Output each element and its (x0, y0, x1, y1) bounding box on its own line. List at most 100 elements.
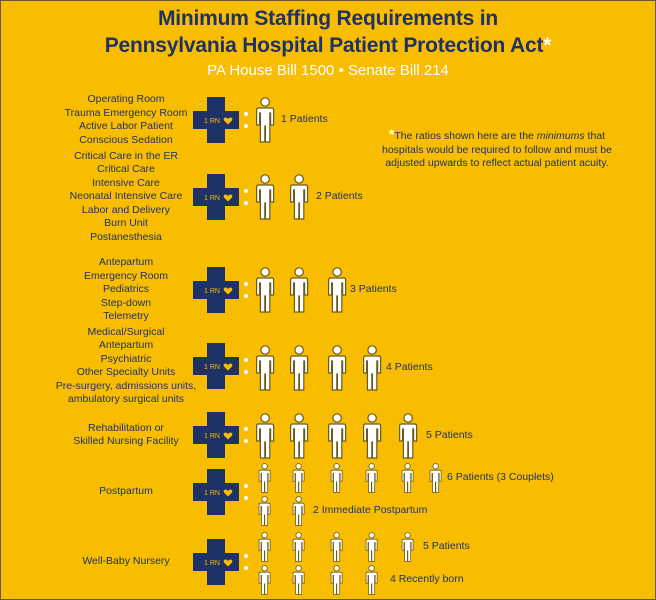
patient-icon (362, 413, 382, 464)
patient-icon (292, 496, 305, 531)
patient-count: 2 Immediate Postpartum (313, 504, 428, 516)
unit-name: Postpartum (99, 485, 153, 498)
unit-name: Burn Unit (104, 217, 148, 230)
nurse-label: 1 RN (204, 433, 220, 440)
footnote: *The ratios shown here are the minimums … (372, 126, 622, 171)
unit-name: Conscious Sedation (79, 133, 173, 146)
patient-icon (362, 345, 382, 396)
title-line-1: Minimum Staffing Requirements in (157, 7, 499, 30)
unit-name: ambulatory surgical units (67, 393, 185, 405)
nurse-label: 1 RN (204, 288, 220, 295)
patient-icon (327, 345, 347, 396)
ratio-colon (244, 554, 248, 570)
unit-name: Critical Care (97, 163, 155, 176)
unit-list: Well-Baby Nursery (40, 555, 212, 569)
patient-icon (292, 532, 305, 567)
nurse-label: 1 RN (204, 560, 220, 567)
patient-icon (365, 565, 378, 600)
ratio-colon (244, 112, 248, 128)
patient-icon (258, 496, 271, 531)
unit-name: Labor and Delivery (81, 203, 171, 216)
unit-name: Pediatrics (102, 283, 150, 296)
unit-name: Operating Room (87, 93, 165, 105)
nurse-cross-icon: 1 RN (193, 97, 239, 143)
asterisk-icon: * (388, 126, 395, 142)
nurse-label: 1 RN (204, 490, 220, 497)
nurse-cross-icon: 1 RN (193, 539, 239, 585)
unit-name: Active Labor Patient (79, 120, 173, 132)
title-asterisk: * (543, 34, 552, 57)
note-after: that hospitals would be required to foll… (382, 130, 612, 169)
patient-count: 4 Patients (386, 361, 433, 373)
unit-name: Antepartum (98, 339, 154, 351)
unit-name: Medical/Surgical (87, 325, 165, 338)
title-line-2: Pennsylvania Hospital Patient Protection… (0, 34, 656, 58)
patient-icon (258, 532, 271, 567)
unit-name: Neonatal Intensive Care (69, 190, 183, 203)
patient-icon (330, 463, 343, 498)
unit-name: Emergency Room (83, 269, 169, 282)
patient-icon (327, 267, 347, 318)
patient-count: 3 Patients (350, 283, 397, 295)
heart-icon (223, 194, 233, 202)
unit-name: Antepartum (98, 256, 154, 269)
ratio-colon (244, 282, 248, 298)
patient-count: 1 Patients (281, 113, 328, 125)
patient-icon (258, 565, 271, 600)
patient-icon (327, 413, 347, 464)
patient-icon (289, 174, 309, 225)
unit-name: Telemetry (103, 310, 149, 323)
unit-name: Psychiatric (100, 352, 152, 365)
unit-name: Intensive Care (92, 176, 160, 189)
patient-icon (330, 532, 343, 567)
patient-icon (255, 97, 275, 148)
unit-name: Trauma Emergency Room (64, 106, 188, 119)
unit-name: Other Specialty Units (76, 366, 176, 378)
patient-icon (255, 267, 275, 318)
title-line-2-text: Pennsylvania Hospital Patient Protection… (104, 34, 544, 57)
ratio-colon (244, 358, 248, 374)
patient-icon (255, 413, 275, 464)
heart-icon (223, 117, 233, 125)
ratio-colon (244, 189, 248, 205)
heart-icon (223, 489, 233, 497)
patient-icon (401, 463, 414, 498)
unit-name: Postanesthesia (90, 230, 162, 243)
nurse-label: 1 RN (204, 195, 220, 202)
patient-count: 2 Patients (316, 190, 363, 202)
unit-name: Critical Care in the ER (74, 149, 178, 162)
patient-icon (365, 463, 378, 498)
patient-count: 6 Patients (3 Couplets) (447, 471, 554, 483)
subtitle: PA House Bill 1500 • Senate Bill 214 (207, 62, 449, 79)
note-before: The ratios shown here are the (394, 130, 537, 142)
unit-name: Skilled Nursing Facility (73, 435, 179, 447)
patient-count: 5 Patients (423, 540, 470, 552)
patient-icon (255, 174, 275, 225)
patient-icon (429, 463, 442, 498)
patient-icon (398, 413, 418, 464)
nurse-cross-icon: 1 RN (193, 267, 239, 313)
unit-name: Well-Baby Nursery (82, 555, 170, 568)
patient-icon (255, 345, 275, 396)
nurse-label: 1 RN (204, 118, 220, 125)
patient-icon (289, 345, 309, 396)
patient-icon (289, 267, 309, 318)
patient-icon (365, 532, 378, 567)
heart-icon (223, 432, 233, 440)
patient-icon (258, 463, 271, 498)
patient-icon (289, 413, 309, 464)
unit-list: Postpartum (40, 485, 212, 499)
ratio-colon (244, 427, 248, 443)
nurse-cross-icon: 1 RN (193, 343, 239, 389)
patient-count: 4 Recently born (390, 573, 464, 585)
heart-icon (223, 287, 233, 295)
heart-icon (223, 363, 233, 371)
patient-icon (292, 565, 305, 600)
nurse-cross-icon: 1 RN (193, 412, 239, 458)
heart-icon (223, 559, 233, 567)
